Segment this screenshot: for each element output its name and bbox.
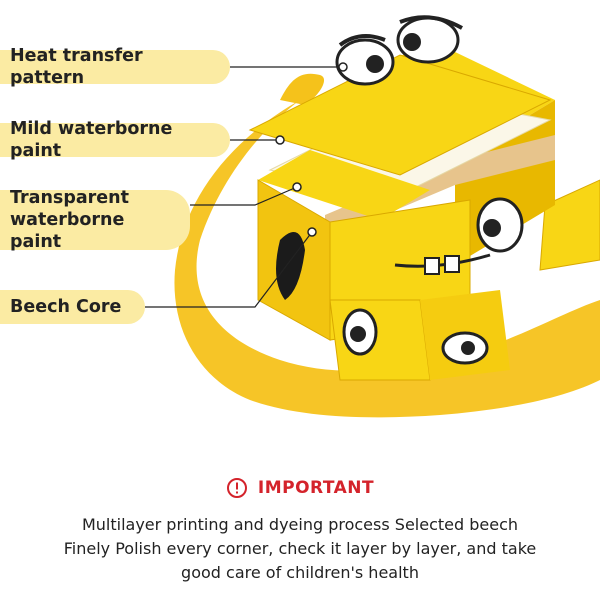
layer-diagram: [145, 15, 600, 418]
paint-splash: [174, 100, 600, 418]
product-illustration: Heat transfer pattern Mild waterborne pa…: [0, 15, 600, 418]
paint-drip: [280, 73, 325, 105]
lower-eyes-icon: [342, 308, 489, 365]
callout-mild-waterborne-paint: Mild waterborne paint: [0, 119, 230, 161]
block-face-icon: [394, 197, 524, 275]
callout-beech-core: Beech Core: [0, 290, 145, 324]
important-label: IMPORTANT: [257, 478, 375, 498]
front-block-top: [258, 150, 430, 220]
callout-label: Mild waterborne paint: [10, 119, 173, 161]
callout-label: Heat transfer pattern: [10, 46, 143, 88]
description-line: good care of children's health: [181, 563, 419, 582]
callout-label: Beech Core: [10, 297, 122, 317]
important-heading: IMPORTANT: [0, 477, 600, 499]
mouth-icon: [276, 232, 305, 300]
callout-transparent-waterborne-paint: Transparent waterborne paint: [0, 188, 190, 252]
leader-dots: [275, 62, 348, 237]
top-eyes-icon: [335, 15, 463, 86]
description-text: Multilayer printing and dyeing process S…: [20, 513, 580, 585]
exclamation-circle-icon: [226, 478, 247, 498]
leader-lines: [145, 66, 343, 308]
callout-label: Transparent waterborne paint: [10, 188, 129, 252]
description-line: Finely Polish every corner, check it lay…: [63, 539, 537, 558]
description-line: Multilayer printing and dyeing process S…: [81, 515, 519, 534]
callout-heat-transfer-pattern: Heat transfer pattern: [0, 46, 230, 88]
